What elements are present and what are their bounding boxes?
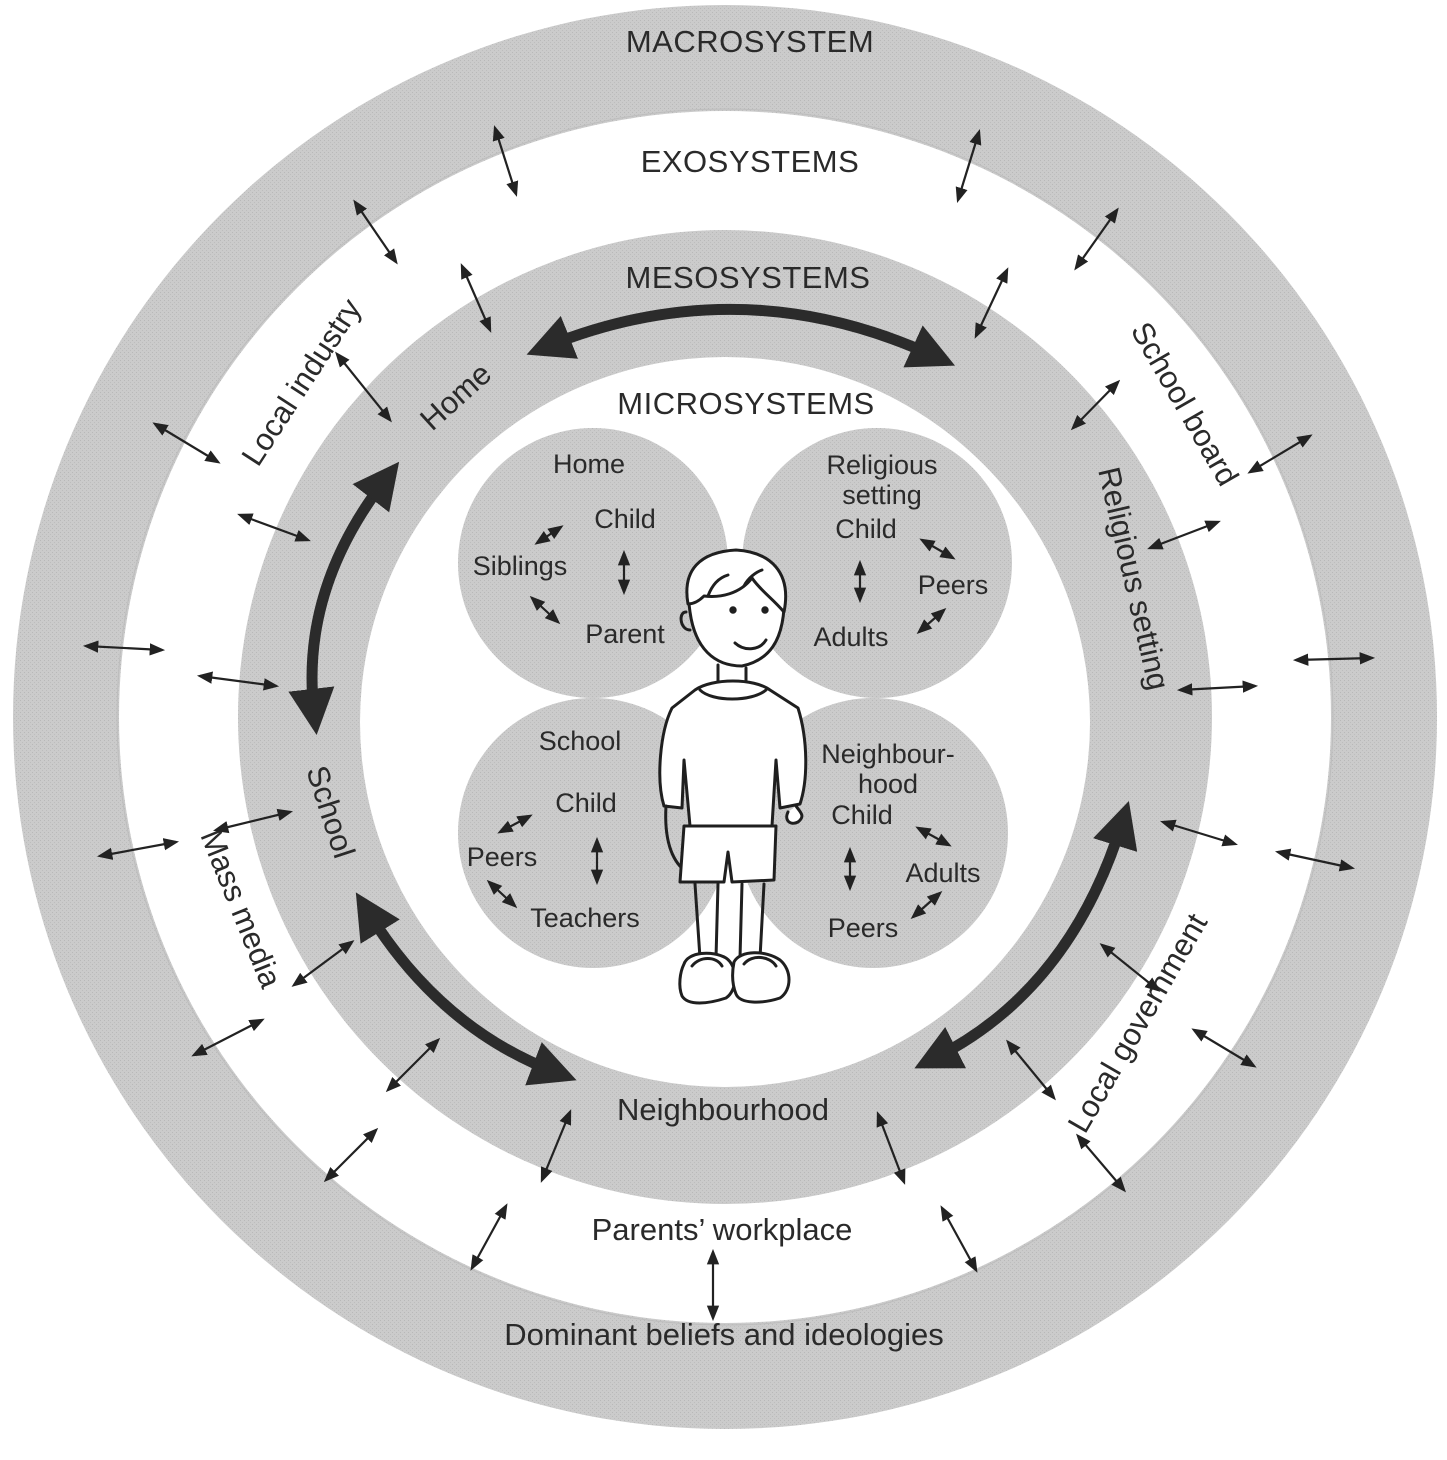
double-arrow-icon <box>213 808 293 834</box>
double-arrow-icon <box>540 1109 572 1183</box>
micro-religious-title-1: Religious <box>826 450 937 480</box>
double-arrow-icon <box>385 1037 441 1093</box>
meso-neighbourhood-label: Neighbourhood <box>617 1092 829 1127</box>
double-arrow-icon <box>940 1205 978 1273</box>
double-arrow-icon <box>82 640 166 656</box>
meso-arrow-school-neighbourhood-icon <box>355 892 577 1086</box>
micro-neighbourhood-adults: Adults <box>905 858 980 888</box>
double-arrow-icon <box>353 199 398 265</box>
micro-religious-arrow-icon <box>916 607 947 635</box>
micro-religious-peers: Peers <box>918 570 989 600</box>
micro-home-arrow-icon <box>534 525 564 545</box>
double-arrow-icon <box>470 1203 508 1271</box>
micro-neighbourhood-peers: Peers <box>828 913 899 943</box>
macrosystem-title: MACROSYSTEM <box>626 24 874 59</box>
exosystems-title: EXOSYSTEMS <box>641 144 860 179</box>
micro-religious-arrow-icon <box>919 538 956 560</box>
double-arrow-icon <box>1274 848 1356 872</box>
double-arrow-icon <box>96 838 180 860</box>
double-arrow-icon <box>335 351 392 423</box>
micro-neighbourhood-title-1: Neighbour- <box>821 739 955 769</box>
double-arrow-icon <box>237 513 311 542</box>
micro-neighbourhood-title-2: hood <box>858 769 918 799</box>
micro-home-siblings: Siblings <box>473 551 568 581</box>
double-arrow-icon <box>1176 680 1259 696</box>
mesosystems-title: MESOSYSTEMS <box>626 260 871 295</box>
cross-band-arrows <box>82 125 1376 1322</box>
double-arrow-icon <box>1074 207 1119 271</box>
micro-home-parent: Parent <box>585 619 665 649</box>
double-arrow-icon <box>1292 652 1376 666</box>
double-arrow-icon <box>152 422 221 464</box>
micro-home-title: Home <box>553 449 625 479</box>
double-arrow-icon <box>1191 1028 1257 1068</box>
micro-school-peers: Peers <box>467 842 538 872</box>
double-arrow-icon <box>460 263 492 333</box>
child-figure-icon <box>658 548 808 1005</box>
meso-arrow-home-religious-icon <box>526 303 956 368</box>
double-arrow-icon <box>1070 379 1121 431</box>
micro-neighbourhood-child: Child <box>831 800 893 830</box>
micro-school-child: Child <box>555 788 617 818</box>
micro-school-title: School <box>539 726 622 756</box>
double-arrow-icon <box>196 671 280 691</box>
double-arrow-icon <box>1006 1039 1056 1101</box>
exosystem-inner-edge <box>116 108 1334 1326</box>
dominant-beliefs-label: Dominant beliefs and ideologies <box>504 1317 943 1352</box>
micro-circle-home <box>458 428 728 698</box>
double-arrow-icon <box>1076 1133 1126 1193</box>
double-arrow-icon <box>1099 943 1161 992</box>
double-arrow-icon <box>1247 434 1313 474</box>
double-arrow-icon <box>955 129 982 203</box>
double-arrow-icon <box>323 1127 379 1183</box>
double-arrow-icon <box>191 1018 265 1057</box>
micro-home-child: Child <box>594 504 656 534</box>
micro-school-teachers: Teachers <box>530 903 640 933</box>
micro-religious-title-2: setting <box>842 480 922 510</box>
double-arrow-icon <box>492 125 519 197</box>
micro-religious-adults: Adults <box>813 622 888 652</box>
micro-home-arrow-icon <box>529 595 561 625</box>
double-arrow-icon <box>974 267 1009 339</box>
parents-workplace-label: Parents’ workplace <box>592 1212 853 1247</box>
double-arrow-icon <box>876 1111 906 1185</box>
microsystems-title: MICROSYSTEMS <box>617 386 874 421</box>
micro-religious-child: Child <box>835 514 897 544</box>
double-arrow-icon <box>1160 819 1238 847</box>
micro-home-group: Home Child Siblings Parent <box>473 449 666 649</box>
meso-arrow-neighbourhood-religious-icon <box>914 800 1138 1069</box>
double-arrow-icon <box>291 940 355 987</box>
micro-school-arrow-icon <box>497 814 533 834</box>
double-arrow-icon <box>1147 520 1221 550</box>
micro-religious-group: Religious setting Child Peers Adults <box>813 450 988 652</box>
meso-arrow-home-school-icon <box>288 461 400 735</box>
